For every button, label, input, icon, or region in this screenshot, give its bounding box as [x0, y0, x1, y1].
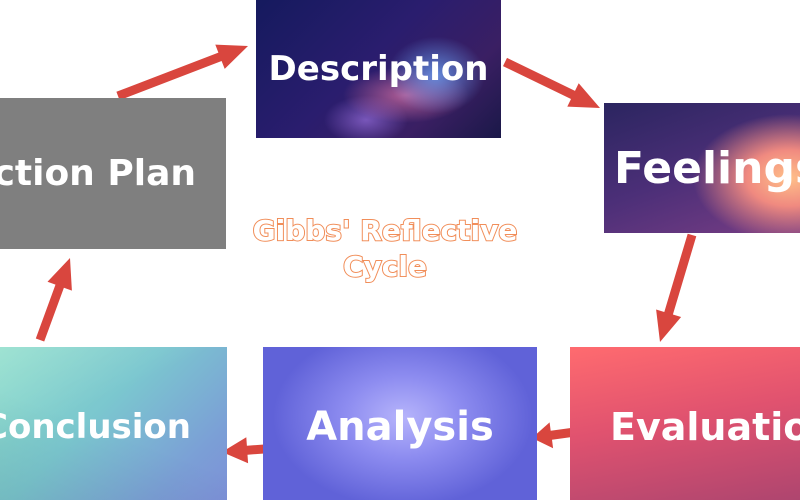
arrow-conclusion-to-action-plan — [35, 258, 72, 342]
stage-evaluation: Evaluation — [570, 347, 800, 500]
stage-action-plan: Action Plan — [0, 98, 226, 249]
stage-analysis-label: Analysis — [306, 404, 494, 450]
stage-conclusion: Conclusion — [0, 347, 227, 500]
diagram-title: Gibbs' Reflective Cycle — [252, 213, 519, 284]
stage-evaluation-label: Evaluation — [610, 405, 800, 449]
stage-action-plan-label: Action Plan — [0, 153, 196, 194]
stage-conclusion-label: Conclusion — [0, 407, 191, 447]
stage-description: Description — [256, 0, 501, 138]
stage-description-label: Description — [268, 49, 489, 89]
arrow-evaluation-to-analysis — [532, 422, 576, 449]
arrow-description-to-feelings — [503, 57, 600, 108]
stage-feelings: Feelings — [604, 103, 800, 233]
stage-analysis: Analysis — [263, 347, 537, 500]
arrow-feelings-to-evaluation — [656, 233, 697, 342]
stage-feelings-label: Feelings — [614, 142, 800, 194]
arrow-analysis-to-conclusion — [222, 437, 279, 464]
arrow-action-plan-to-description — [116, 44, 249, 101]
